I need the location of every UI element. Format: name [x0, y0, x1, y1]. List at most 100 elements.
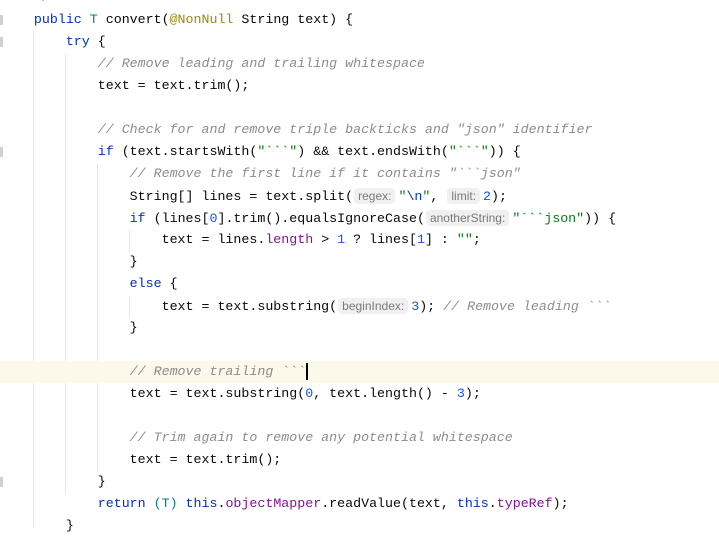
code-token: length: [265, 232, 314, 247]
code-line[interactable]: text = lines.length > 1 ? lines[1] : "";: [0, 229, 719, 251]
code-comment: // Remove leading ```: [443, 299, 611, 314]
code-line[interactable]: [0, 339, 719, 361]
code-token: 1: [337, 232, 346, 247]
code-token: {: [97, 34, 106, 49]
code-comment: // Remove the first line if it contains …: [129, 166, 521, 181]
code-token: );: [464, 386, 481, 401]
code-token: ? lines[: [345, 232, 417, 247]
gutter-fold-marker[interactable]: [0, 147, 3, 157]
code-line[interactable]: }: [0, 471, 719, 493]
gutter-fold-marker[interactable]: [0, 15, 3, 25]
code-token: if: [97, 144, 122, 159]
code-token: ] :: [424, 232, 457, 247]
code-line[interactable]: }: [0, 251, 719, 273]
parameter-hint: anotherString:: [425, 210, 510, 226]
code-line[interactable]: if (text.startsWith("```") && text.endsW…: [0, 141, 719, 163]
code-token: .readValue(text,: [321, 496, 457, 511]
code-line[interactable]: String[] lines = text.split(regex:"\n", …: [0, 185, 719, 207]
code-token: \n: [406, 189, 423, 204]
code-token: objectMapper: [225, 496, 322, 511]
code-token: text = text.substring(: [129, 386, 306, 401]
code-line[interactable]: // Check for and remove triple backticks…: [0, 119, 719, 141]
gutter-fold-marker[interactable]: [0, 37, 3, 47]
code-line[interactable]: // Remove trailing ```: [0, 361, 719, 383]
code-token: T: [89, 12, 106, 27]
code-token: ": [422, 189, 431, 204]
code-line[interactable]: */: [0, 0, 719, 9]
code-line[interactable]: return (T) this.objectMapper.readValue(t…: [0, 493, 719, 515]
code-token: text = text.substring(: [161, 299, 338, 314]
indent-guide: [129, 296, 130, 318]
code-token: "": [456, 232, 473, 247]
code-token: }: [65, 518, 74, 533]
code-token: ,: [430, 189, 447, 204]
code-token: 0: [209, 211, 218, 226]
code-line[interactable]: }: [0, 317, 719, 339]
code-token: String text) {: [233, 12, 354, 27]
code-line[interactable]: // Remove leading and trailing whitespac…: [0, 53, 719, 75]
code-token: 3: [411, 299, 420, 314]
indent-guide: [65, 54, 66, 494]
code-token: )) {: [488, 144, 521, 159]
code-token: }: [129, 320, 138, 335]
code-line[interactable]: [0, 97, 719, 119]
code-comment: // Remove leading and trailing whitespac…: [97, 56, 425, 71]
code-token: 0: [305, 386, 314, 401]
code-token: "```json": [512, 211, 585, 226]
code-token: 2: [483, 189, 492, 204]
code-token: String[] lines = text.split(: [129, 189, 354, 204]
code-token: );: [552, 496, 569, 511]
code-line[interactable]: text = text.trim();: [0, 449, 719, 471]
code-token: return: [97, 496, 154, 511]
code-token: this: [456, 496, 489, 511]
code-line[interactable]: }: [0, 515, 719, 537]
code-comment: // Trim again to remove any potential wh…: [129, 430, 513, 445]
code-token: 1: [416, 232, 425, 247]
code-token: ) && text.endsWith(: [297, 144, 449, 159]
parameter-hint: beginIndex:: [338, 298, 409, 314]
code-line[interactable]: // Remove the first line if it contains …: [0, 163, 719, 185]
code-token: >: [313, 232, 338, 247]
indent-guide: [33, 30, 34, 528]
code-token: text = lines.: [161, 232, 266, 247]
code-token: .: [488, 496, 497, 511]
code-token: }: [97, 474, 106, 489]
code-token: if: [129, 211, 154, 226]
code-token: 3: [456, 386, 465, 401]
code-token: "```": [448, 144, 489, 159]
code-token: this: [185, 496, 218, 511]
parameter-hint: limit:: [447, 188, 481, 204]
code-token: text = text.trim();: [129, 452, 282, 467]
code-comment: // Check for and remove triple backticks…: [97, 122, 593, 137]
code-token: ": [398, 189, 407, 204]
code-line[interactable]: text = text.substring(beginIndex:3); // …: [0, 295, 719, 317]
code-line[interactable]: else {: [0, 273, 719, 295]
code-token: , text.length() -: [313, 386, 457, 401]
code-comment: // Remove trailing ```: [129, 364, 306, 379]
code-line[interactable]: [0, 405, 719, 427]
code-token: .: [217, 496, 226, 511]
code-token: (T): [153, 496, 186, 511]
code-line[interactable]: // Trim again to remove any potential wh…: [0, 427, 719, 449]
code-token: );: [491, 189, 507, 204]
indent-guide: [129, 230, 130, 252]
code-token: convert(: [105, 12, 170, 27]
gutter-fold-marker[interactable]: [0, 477, 3, 487]
code-comment: */: [34, 0, 50, 5]
code-line[interactable]: public T convert(@NonNull String text) {: [0, 9, 719, 31]
code-token: {: [169, 276, 178, 291]
code-token: }: [129, 254, 138, 269]
parameter-hint: regex:: [354, 188, 396, 204]
code-token: );: [419, 299, 444, 314]
code-token: ].trim().equalsIgnoreCase(: [217, 211, 425, 226]
code-line[interactable]: if (lines[0].trim().equalsIgnoreCase(ano…: [0, 207, 719, 229]
code-token: )) {: [584, 211, 617, 226]
code-line[interactable]: try {: [0, 31, 719, 53]
code-line[interactable]: text = text.trim();: [0, 75, 719, 97]
code-line[interactable]: text = text.substring(0, text.length() -…: [0, 383, 719, 405]
code-token: "```": [257, 144, 298, 159]
code-token: else: [129, 276, 170, 291]
code-token: ;: [472, 232, 481, 247]
text-caret: [306, 362, 309, 380]
